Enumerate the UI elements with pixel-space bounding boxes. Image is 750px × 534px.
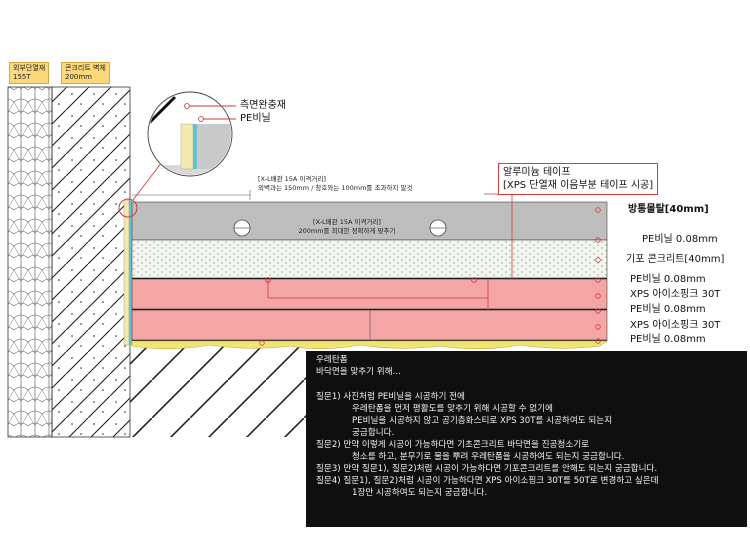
layer-label-pe-3: PE비닐 0.08mm [630,304,706,315]
aluminum-tape-callout: 알루미늄 테이프 [XPS 단열재 이음부분 테이프 시공] [498,163,659,195]
pipe-outer-note: [X-L배관 15A 이격거리] 외벽과는 150mm / 창호와는 100mm… [258,175,413,192]
foam-concrete-texture [132,240,607,278]
side-buffer-label: 측면완충재 [240,100,286,111]
question-line: 질문1) 사진처럼 PE비닐을 시공하기 전에 [316,392,465,402]
layer-leaders [259,207,601,346]
question-line: 궁금합니다. [352,428,395,438]
layer-label-pe-1: PE비닐 0.08mm [642,234,718,245]
question-box: 우레탄폼 바닥면을 맞추기 위해... 질문1) 사진처럼 PE비닐을 시공하기… [306,351,747,527]
question-line: 질문2) 만약 이렇게 시공이 가능하다면 기초콘크리트 바닥면을 진공청소기로 [316,440,590,450]
concrete-wall [51,86,131,438]
layer-label-pe-4: PE비닐 0.08mm [630,334,706,345]
question-line: 질문3) 만약 질문1), 질문2)처럼 시공이 가능하다면 기포콘크리트를 안… [316,464,658,474]
layer-label-foam-concrete: 기포 콘크리트[40mm] [626,254,725,265]
layer-label-pe-2: PE비닐 0.08mm [630,274,706,285]
urethane-foam [131,340,608,350]
pipe-inner-note: [X-L배관 15A 이격거리] 200mm를 최대한 정확하게 맞추기 [298,218,396,235]
xps-layer-lower [131,309,608,341]
urethane-title: 우레탄폼 [316,355,348,365]
side-buffer-strip [123,199,130,346]
question-line: PE비닐을 시공하지 않고 공기층화스티로 XPS 30T를 시공하여도 되는지 [352,416,613,426]
mortar-layer [131,201,608,241]
xps-layer-upper [131,278,608,310]
question-line: 1장만 시공하여도 되는지 궁금합니다. [352,488,487,498]
pe-vinyl-detail-label: PE비닐 [240,113,271,124]
layer-label-xps-2: XPS 아이소핑크 30T [630,320,721,331]
question-line: 청소를 하고, 분무기로 물을 뿌려 우레탄폼을 시공하여도 되는지 궁금합니다… [352,452,625,462]
pe-vinyl-strip [129,200,132,345]
concrete-wall-tag: 콘크리트 벽체 200mm [61,62,110,84]
urethane-subtitle: 바닥면을 맞추기 위해... [316,367,401,377]
question-line: 우레탄폼을 먼저 평활도를 맞추기 위해 시공할 수 없기에 [352,404,553,414]
layer-label-xps-1: XPS 아이소핑크 30T [630,289,721,300]
question-line: 질문4) 질문1), 질문2)처럼 시공이 가능하다면 XPS 아이소핑크 30… [316,476,659,486]
external-insulation-tag: 외부단열재 155T [9,62,50,84]
external-insulation [7,86,53,438]
layer-label-mortar: 방통몰탈[40mm] [628,204,709,215]
foundation-slab [130,345,306,437]
